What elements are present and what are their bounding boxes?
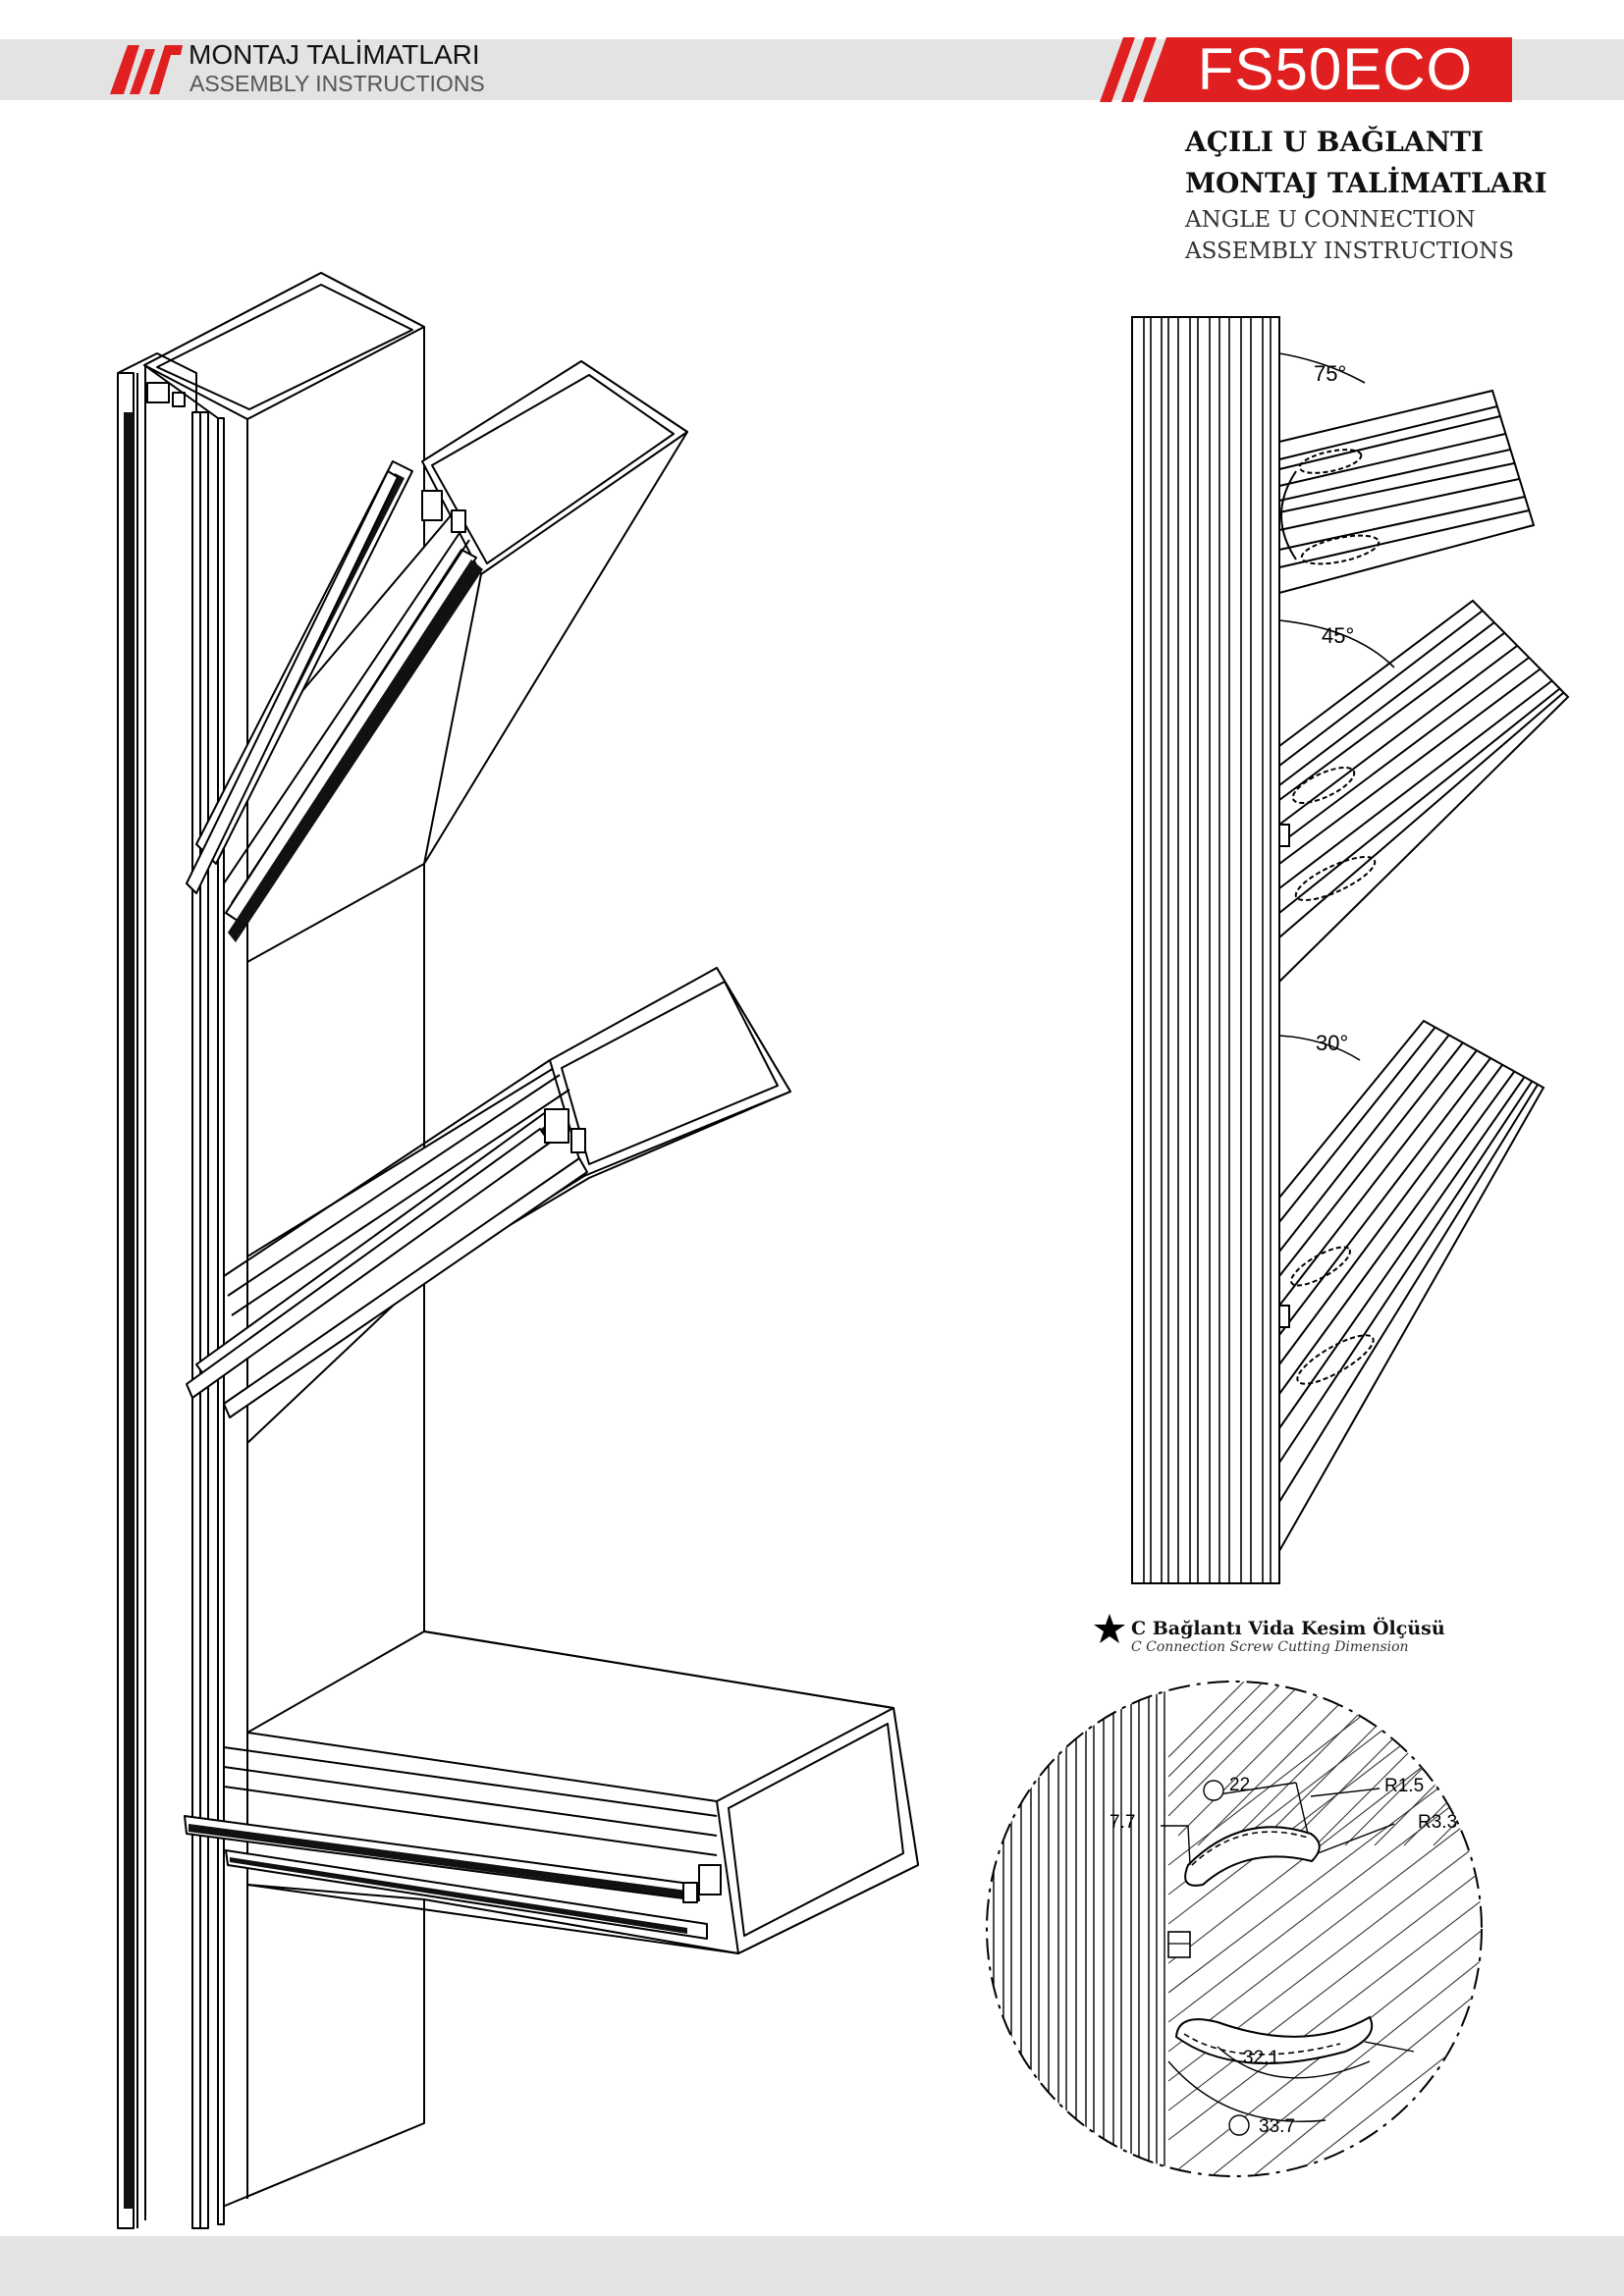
header-title-en: ASSEMBLY INSTRUCTIONS [189,71,485,96]
dim-r3: R3.3 [1418,1812,1457,1833]
document-title: AÇILI U BAĞLANTI MONTAJ TALİMATLARI ANGL… [1185,122,1547,267]
document-title-tr-line1: AÇILI U BAĞLANTI [1185,126,1485,158]
mullion-grooves [1143,317,1272,1583]
header-title-tr: MONTAJ TALİMATLARI [189,39,480,70]
angle-label-45: 45° [1322,623,1354,648]
dim-337: 33.7 [1259,2116,1295,2137]
dim-321: 32.1 [1243,2048,1279,2068]
document-title-en-line2: ASSEMBLY INSTRUCTIONS [1185,239,1515,264]
document-title-en-line1: ANGLE U CONNECTION [1185,207,1476,233]
product-code-badge [1100,37,1512,102]
arm-75 [1278,389,1536,595]
transom-horizontal-iso [184,1630,919,1954]
transom-45-iso [186,967,791,1444]
angle-arc-75 [1278,352,1366,384]
lower-screw-slot [1174,2015,1374,2064]
detail-caption-en: C Connection Screw Cutting Dimension [1131,1639,1409,1655]
arm-30 [1278,1019,1545,1555]
angle-arc-45 [1278,619,1395,668]
star-icon [1094,1614,1125,1643]
detail-caption-tr: C Bağlantı Vida Kesim Ölçüsü [1131,1618,1445,1639]
document-title-tr-line2: MONTAJ TALİMATLARI [1185,167,1547,199]
angle-label-30: 30° [1316,1031,1348,1055]
detail-dimension-lines [1161,1780,1415,2136]
product-code: FS50ECO [1197,36,1474,102]
angle-label-75: 75° [1314,361,1346,386]
angle-arc-30 [1278,1035,1361,1061]
elevation-view [1131,316,1570,1584]
dim-77: 7.7 [1110,1812,1135,1833]
transom-75-iso [186,360,688,963]
isometric-assembly [117,272,919,2229]
arm-45 [1278,599,1570,985]
footer-bar [0,2236,1624,2296]
brand-logo [110,45,183,94]
upper-screw-slot [1184,1826,1321,1887]
dim-22: 22 [1229,1775,1250,1795]
screw-cutting-detail [986,1681,1483,2177]
dim-r1: R1.5 [1384,1776,1424,1796]
